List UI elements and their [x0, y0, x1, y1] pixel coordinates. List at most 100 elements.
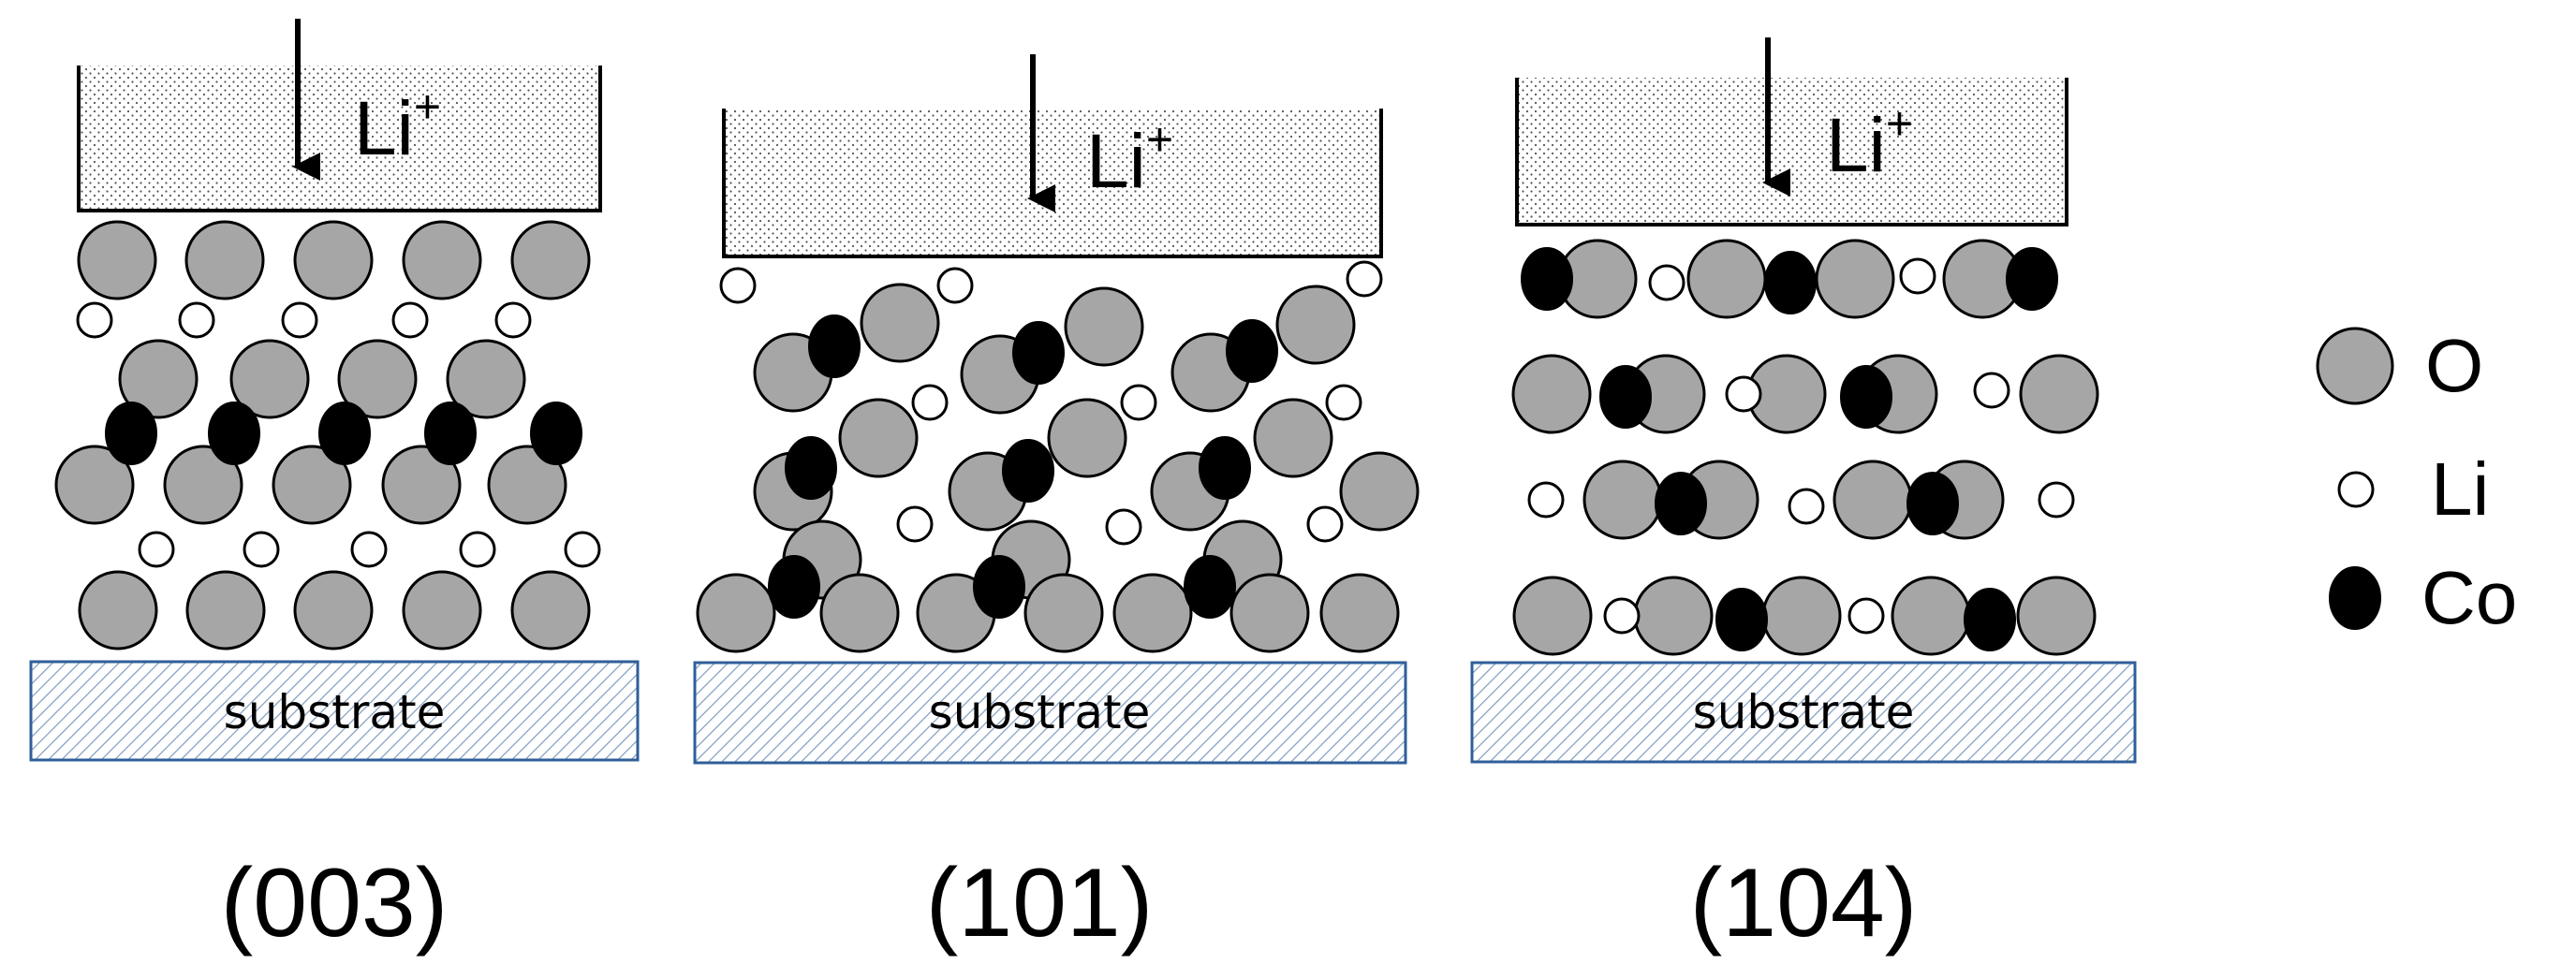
li-ion-label: Li+ [1826, 97, 1913, 188]
oxygen-atom [293, 570, 374, 650]
cobalt-atom-icon [2329, 566, 2381, 630]
oxygen-atom [1229, 573, 1310, 653]
cobalt-atom [105, 402, 157, 465]
electrolyte-reservoir [77, 66, 602, 212]
atom-lattice [1511, 239, 2099, 656]
legend: O Li Co [2316, 324, 2517, 639]
oxygen-atom [510, 570, 591, 650]
oxygen-atom [337, 339, 418, 419]
lithium-atom [1603, 597, 1641, 635]
oxygen-atom [1761, 576, 1842, 656]
oxygen-atom [1339, 451, 1420, 532]
lithium-atom [1105, 508, 1142, 546]
li-ion-label: Li+ [1086, 113, 1173, 204]
cobalt-atom [973, 555, 1025, 619]
oxygen-atom [381, 445, 462, 525]
oxygen-atom [1815, 239, 1895, 319]
lithium-atom [1847, 597, 1885, 635]
cobalt-atom [424, 402, 477, 465]
oxygen-atom [2016, 576, 2097, 656]
cobalt-atom [808, 314, 861, 378]
oxygen-atom [838, 398, 919, 478]
lithium-atom [1306, 505, 1344, 543]
cobalt-atom [318, 402, 371, 465]
cobalt-atom [1184, 555, 1236, 619]
lithium-atom-icon [2337, 471, 2375, 508]
oxygen-atom [229, 339, 310, 419]
oxygen-atom [1511, 354, 1592, 434]
lithium-atom [138, 531, 175, 568]
electrolyte-fill [1517, 78, 2067, 225]
lithium-atom [1648, 264, 1685, 301]
cobalt-atom [768, 555, 820, 619]
oxygen-atom [1064, 286, 1144, 367]
cobalt-atom [530, 402, 582, 465]
oxygen-atom [1253, 398, 1333, 478]
cobalt-atom [1906, 472, 1959, 535]
lithium-atom [1788, 488, 1825, 525]
lithium-atom [936, 267, 974, 304]
oxygen-atom [510, 220, 591, 300]
oxygen-atom [163, 445, 243, 525]
lithium-atom [1725, 375, 1762, 413]
cobalt-atom [1521, 247, 1573, 311]
panel-101: Li+ [693, 54, 1420, 957]
lithium-atom [896, 505, 934, 543]
atom-lattice [696, 260, 1420, 653]
electrolyte-outline [1515, 78, 2068, 226]
lithium-atom [2038, 481, 2075, 519]
substrate: substrate [693, 661, 1407, 765]
cobalt-atom [1599, 365, 1652, 429]
lithium-atom [719, 267, 757, 304]
electrolyte-fill [79, 66, 600, 211]
oxygen-atom [1047, 398, 1127, 478]
lithium-atom [459, 531, 496, 568]
substrate-label: substrate [929, 685, 1151, 739]
cobalt-atom [785, 436, 837, 500]
panel-104: Li+ substrate [1470, 37, 2137, 957]
oxygen-atom [78, 570, 158, 650]
oxygen-atom [272, 445, 352, 525]
legend-item-cobalt: Co [2329, 556, 2517, 639]
li-ion-label: Li+ [354, 80, 441, 171]
panel-003: Li+ substrate (003) [29, 19, 640, 957]
oxygen-atom [1833, 460, 1913, 540]
substrate: substrate [29, 660, 640, 762]
cobalt-atom [1715, 588, 1768, 651]
lithium-atom [1346, 260, 1383, 298]
oxygen-atom [1891, 576, 1971, 656]
oxygen-atom [1582, 460, 1663, 540]
substrate: substrate [1470, 661, 2137, 764]
cobalt-atom [1199, 436, 1251, 500]
cobalt-atom [1964, 588, 2016, 651]
cobalt-atom [1655, 472, 1707, 535]
lithium-atom [1325, 384, 1362, 421]
electrolyte-outline [77, 66, 602, 212]
lithium-atom [1973, 372, 2010, 409]
oxygen-atom [118, 339, 199, 419]
orientation-label: (101) [926, 849, 1154, 957]
legend-item-oxygen: O [2316, 324, 2483, 407]
legend-item-lithium: Li [2337, 447, 2489, 531]
oxygen-atom [1112, 573, 1193, 653]
cobalt-atom [1764, 251, 1817, 314]
cobalt-atom [208, 402, 260, 465]
lithium-atom [911, 384, 949, 421]
lithium-atom [243, 531, 280, 568]
oxygen-atom [402, 570, 482, 650]
oxygen-atom [1023, 573, 1104, 653]
legend-label: O [2425, 324, 2483, 407]
oxygen-atom [2019, 354, 2099, 434]
cobalt-atom [1002, 439, 1054, 503]
oxygen-atom [184, 220, 265, 300]
oxygen-atom [819, 573, 900, 653]
orientation-label: (104) [1690, 849, 1918, 957]
lithium-atom [76, 301, 113, 339]
orientation-label: (003) [221, 849, 449, 957]
oxygen-atom [77, 220, 157, 300]
oxygen-atom [185, 570, 266, 650]
oxygen-atom [487, 445, 567, 525]
cobalt-atom [2006, 247, 2058, 311]
oxygen-atom [1633, 576, 1714, 656]
